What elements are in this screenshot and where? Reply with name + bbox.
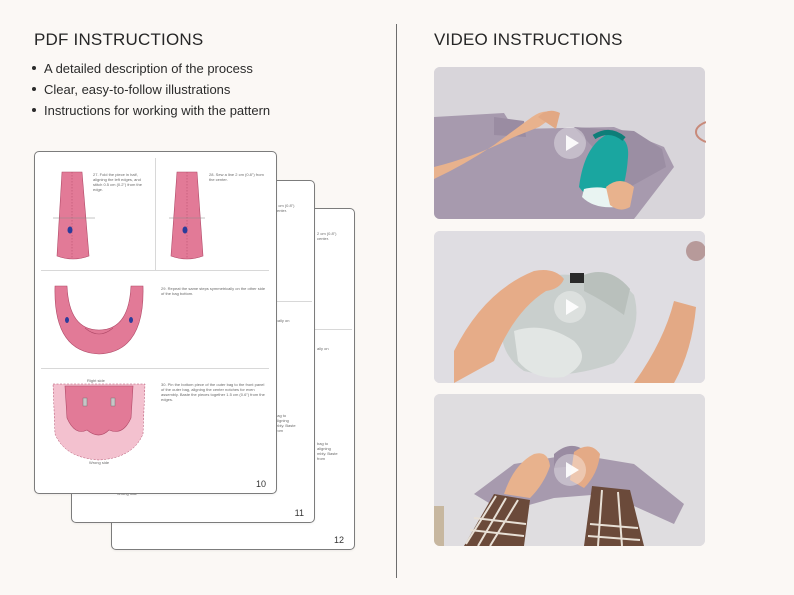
column-divider — [396, 24, 397, 578]
play-icon[interactable] — [553, 454, 586, 486]
pattern-step-30-illustration — [52, 383, 146, 461]
pattern-step-28-illustration — [169, 171, 205, 260]
pdf-page-10: 27. Fold the piece in half, aligning the… — [34, 151, 277, 494]
pattern-step-27-illustration — [53, 171, 95, 260]
pattern-step-29-illustration — [54, 285, 144, 355]
feature-item: Clear, easy-to-follow illustrations — [30, 79, 270, 100]
feature-item: A detailed description of the process — [30, 58, 270, 79]
page-number: 10 — [255, 479, 266, 489]
page-number: 11 — [294, 508, 304, 518]
page-number: 12 — [333, 535, 344, 545]
video-thumbnail-ironing[interactable] — [434, 67, 705, 219]
video-thumbnail-folding[interactable] — [434, 394, 705, 546]
side-decoration-icon — [694, 121, 706, 143]
folding-scene — [434, 394, 705, 546]
video-thumbnail-sewing[interactable] — [434, 231, 705, 383]
feature-item: Instructions for working with the patter… — [30, 100, 270, 121]
play-icon[interactable] — [553, 291, 586, 323]
feature-list: A detailed description of the process Cl… — [30, 58, 270, 121]
play-icon[interactable] — [553, 127, 586, 159]
video-instructions-title: VIDEO INSTRUCTIONS — [434, 30, 623, 49]
pdf-instructions-title: PDF INSTRUCTIONS — [34, 30, 204, 49]
sewing-scene — [434, 231, 705, 383]
